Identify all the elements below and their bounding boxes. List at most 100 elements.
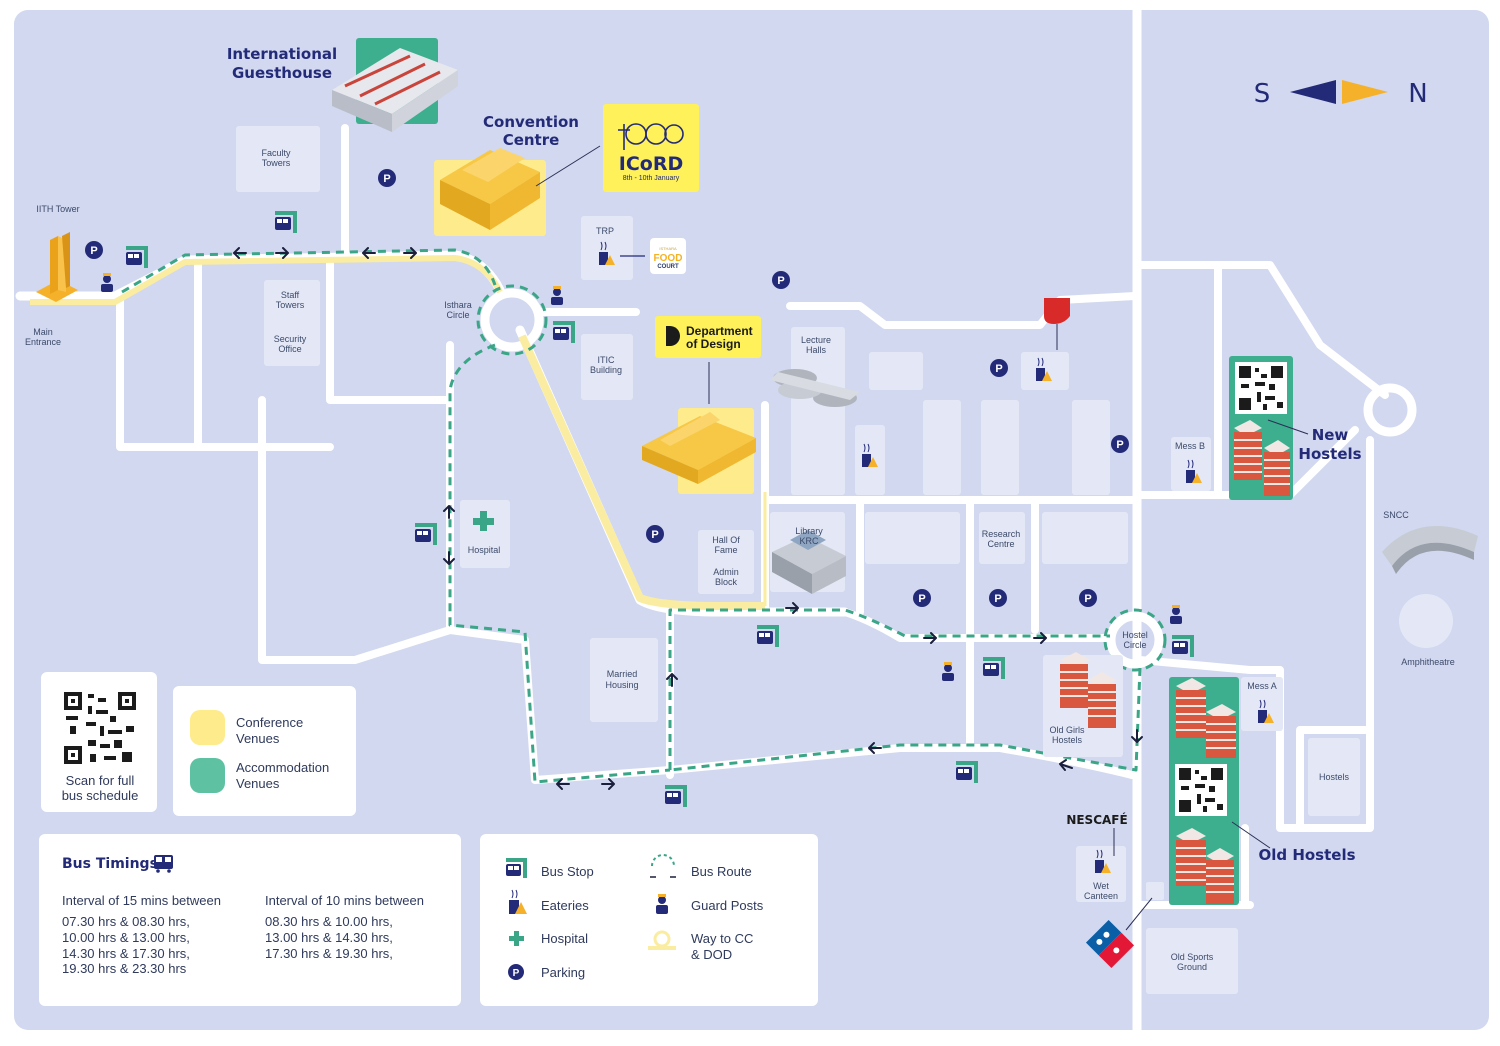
conference-label-2: Venues xyxy=(236,731,280,746)
guard-post-icons xyxy=(101,273,1182,681)
svg-text:P: P xyxy=(995,363,1002,375)
compass: S N xyxy=(1254,79,1428,109)
dod-logo-line1: Department xyxy=(686,324,753,338)
parking-icon: P xyxy=(378,169,396,187)
label-research-centre-1: Research xyxy=(982,529,1021,539)
label-wet-canteen-2: Canteen xyxy=(1084,891,1118,901)
eatery-icon xyxy=(862,443,878,467)
compass-south-arrow xyxy=(1290,80,1336,104)
bus-timings-col1-row: 10.00 hrs & 13.00 hrs, xyxy=(62,930,190,945)
label-old-sports-1: Old Sports xyxy=(1171,952,1214,962)
bus-route-legend-icon xyxy=(650,854,676,878)
compass-south: S xyxy=(1254,79,1271,109)
food-court-logo: ISTHARA FOOD COURT xyxy=(650,238,686,274)
legend-guard-posts: Guard Posts xyxy=(691,898,764,913)
label-mess-a: Mess A xyxy=(1247,681,1277,691)
eateries-legend-icon xyxy=(509,889,527,914)
svg-text:P: P xyxy=(651,529,658,541)
label-staff-towers-1: Staff xyxy=(281,290,300,300)
parking-icon: P xyxy=(1111,435,1129,453)
hospital-legend-icon xyxy=(509,931,524,946)
accommodation-swatch xyxy=(190,758,225,793)
label-hospital: Hospital xyxy=(468,545,501,555)
label-amphitheatre: Amphitheatre xyxy=(1401,657,1455,667)
svg-text:P: P xyxy=(777,275,784,287)
convention-title-line1: Convention xyxy=(483,113,579,131)
bus-timings-col2-row: 13.00 hrs & 14.30 hrs, xyxy=(265,930,393,945)
hospital-icon xyxy=(473,511,494,531)
bus-timings-col1-row: 07.30 hrs & 08.30 hrs, xyxy=(62,914,190,929)
eatery-icon xyxy=(1095,849,1111,873)
label-itic-1: ITIC xyxy=(598,355,615,365)
accommodation-label-2: Venues xyxy=(236,776,280,791)
legend-parking: Parking xyxy=(541,965,585,980)
label-iith-tower: IITH Tower xyxy=(36,204,79,214)
legend-way-to-cc-1: Way to CC xyxy=(691,931,753,946)
label-library-2: KRC xyxy=(799,536,819,546)
label-isthara-circle-2: Circle xyxy=(446,310,469,320)
parking-legend-icon: P xyxy=(508,964,524,980)
parking-icon: P xyxy=(772,271,790,289)
bus-timings-col2-row: 17.30 hrs & 19.30 hrs, xyxy=(265,946,393,961)
label-trp: TRP xyxy=(596,226,614,236)
conference-label-1: Conference xyxy=(236,715,303,730)
label-mess-b: Mess B xyxy=(1175,441,1205,451)
legend-way-to-cc-2: & DOD xyxy=(691,947,732,962)
svg-text:P: P xyxy=(1116,439,1123,451)
nescafe-logo: NESCAFÉ xyxy=(1066,812,1127,827)
bus-stop-icon xyxy=(275,211,297,233)
label-security-office-1: Security xyxy=(274,334,307,344)
label-old-girls-hostels-1: Old Girls xyxy=(1049,725,1085,735)
eatery-icon xyxy=(1186,459,1202,483)
svg-text:COURT: COURT xyxy=(657,264,679,270)
label-hostel-circle-1: Hostel xyxy=(1122,630,1148,640)
label-faculty-towers-1: Faculty xyxy=(261,148,291,158)
hostel-blocks xyxy=(1060,420,1290,904)
parking-icon: P xyxy=(989,589,1007,607)
bus-stop-icon xyxy=(1172,635,1194,657)
parking-icon: P xyxy=(913,589,931,607)
guard-post-icon xyxy=(101,273,113,292)
dominos-logo xyxy=(1085,919,1135,969)
bus-timings-title: Bus Timings xyxy=(62,856,158,872)
icord-logo-panel xyxy=(603,104,699,192)
parking-icon: P xyxy=(1079,589,1097,607)
callout-lines xyxy=(535,145,1309,931)
svg-text:P: P xyxy=(513,968,520,979)
bus-timings-col1-head: Interval of 15 mins between xyxy=(62,893,221,908)
icord-title: ICoRD xyxy=(619,153,683,175)
bus-stop-icon xyxy=(665,785,687,807)
legend-bus-stop: Bus Stop xyxy=(541,864,594,879)
icord-dates: 8th - 10th January xyxy=(623,175,680,182)
bus-stop-icons xyxy=(126,211,1194,807)
conference-swatch xyxy=(190,710,225,745)
guard-post-icon xyxy=(551,286,563,305)
bus-schedule-qr-panel: Scan for full bus schedule xyxy=(41,672,157,812)
lecture-halls-illustration xyxy=(770,369,860,407)
guesthouse-title-line2: Guesthouse xyxy=(232,64,332,82)
label-hall-of-fame-1: Hall Of xyxy=(712,535,740,545)
bus-timings-col1-row: 14.30 hrs & 17.30 hrs, xyxy=(62,946,190,961)
label-married-housing-1: Married xyxy=(607,669,638,679)
legend-bus-route: Bus Route xyxy=(691,864,752,879)
svg-text:P: P xyxy=(918,593,925,605)
place-labels: IITH Tower Main Entrance Faculty Towers … xyxy=(25,148,1455,972)
bus-stop-icon xyxy=(757,625,779,647)
new-hostels-title-line1: New xyxy=(1312,426,1349,444)
label-wet-canteen-1: Wet xyxy=(1093,881,1109,891)
bus-stop-icon xyxy=(553,321,575,343)
label-main-entrance-2: Entrance xyxy=(25,337,61,347)
parking-icon: P xyxy=(646,525,664,543)
svg-text:P: P xyxy=(994,593,1001,605)
compass-north: N xyxy=(1408,79,1427,109)
icord-logo: ICoRD 8th - 10th January xyxy=(618,123,684,182)
eatery-icon xyxy=(599,241,615,265)
label-security-office-2: Office xyxy=(278,344,301,354)
bus-route xyxy=(121,248,1167,784)
label-admin-block-1: Admin xyxy=(713,567,739,577)
label-library-1: Library xyxy=(795,526,823,536)
label-lecture-halls-1: Lecture xyxy=(801,335,831,345)
route-arrows xyxy=(233,247,1143,790)
qr-code-new-hostels xyxy=(1235,362,1287,414)
